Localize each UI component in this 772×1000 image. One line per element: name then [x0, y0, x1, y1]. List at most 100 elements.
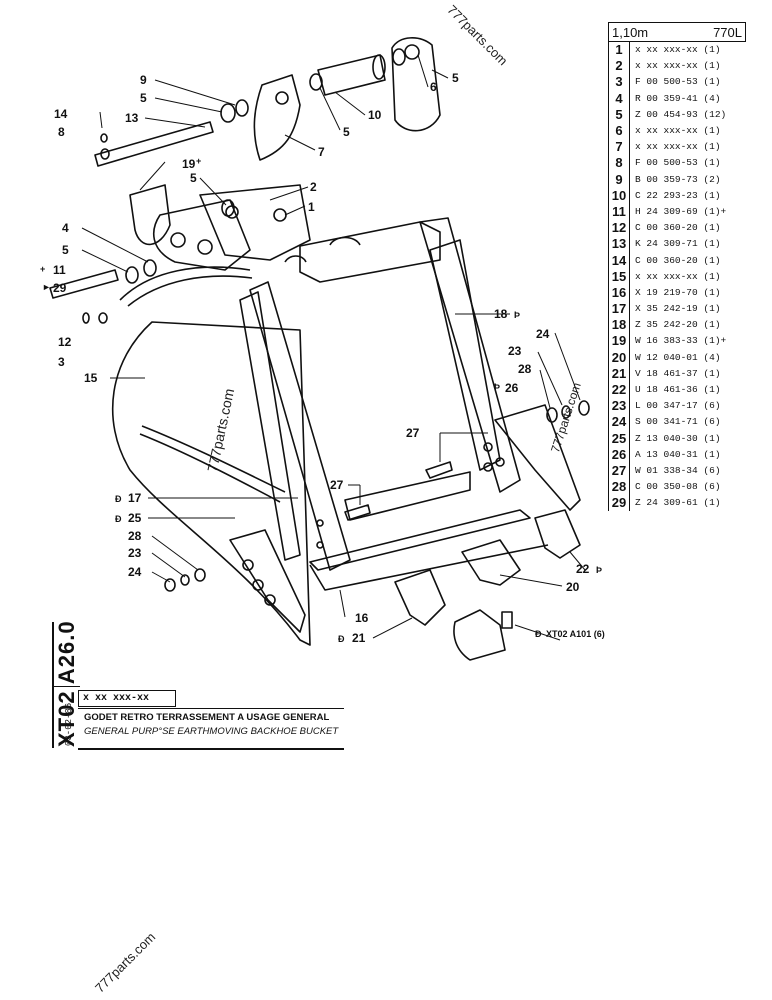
callout-6: 6	[430, 80, 437, 94]
svg-text:Ð: Ð	[115, 494, 122, 504]
bracket-plate-4	[153, 199, 251, 271]
table-header-model: 770L	[713, 24, 742, 40]
callout-23: 23	[128, 546, 142, 560]
callout-9: 9	[140, 73, 147, 87]
callout-7: 7	[318, 145, 325, 159]
callout-2: 2	[310, 180, 317, 194]
callout-4: 4	[62, 221, 69, 235]
callout-23: 23	[508, 344, 522, 358]
cutting-edge	[344, 471, 471, 521]
svg-text:Ð: Ð	[535, 629, 542, 639]
side-cutter-26	[494, 404, 581, 511]
callout-5: 5	[62, 243, 69, 257]
tooth-adapter	[453, 609, 506, 661]
callout-18: 18	[494, 307, 508, 321]
callout-11: 11	[53, 263, 66, 277]
callout-25: 25	[128, 511, 142, 525]
callout-14: 14	[54, 107, 68, 121]
pin-11	[49, 269, 119, 299]
callout-15: 15	[84, 371, 98, 385]
link-plate-7	[253, 74, 301, 161]
callout-27: 27	[330, 478, 344, 492]
callout-19: 19	[182, 157, 196, 171]
callout-28: 28	[518, 362, 532, 376]
callout-29: 29	[53, 281, 67, 295]
callout-26: 26	[505, 381, 519, 395]
top-cross-tube	[299, 221, 441, 283]
sheet-date: 03-02-86	[64, 690, 76, 750]
callout-5: 5	[452, 71, 459, 85]
callout-22: 22	[576, 562, 590, 576]
callout-16: 16	[355, 611, 369, 625]
title-french: GODET RETRO TERRASSEMENT A USAGE GENERAL	[84, 712, 330, 723]
bucket-lip-curve	[141, 425, 286, 493]
svg-text:Ð: Ð	[338, 634, 345, 644]
callout-13: 13	[125, 111, 139, 125]
svg-text:►: ►	[42, 282, 51, 292]
callout-10: 10	[368, 108, 382, 122]
table-header-size: 1,10m	[612, 24, 649, 40]
callout-8: 8	[58, 125, 65, 139]
title-block-frame	[52, 622, 346, 748]
callout-28: 28	[128, 529, 142, 543]
callout-17: 17	[128, 491, 142, 505]
callout-3: 3	[58, 355, 65, 369]
callout-20: 20	[566, 580, 580, 594]
callout-27: 27	[406, 426, 420, 440]
callout-1: 1	[308, 200, 315, 214]
side-frame-17	[249, 281, 351, 571]
side-frame-18	[419, 217, 521, 493]
callout-5: 5	[343, 125, 350, 139]
tooth-21	[394, 569, 446, 626]
callout-5: 5	[140, 91, 147, 105]
svg-text:+: +	[40, 264, 45, 274]
callout-12: 12	[58, 335, 72, 349]
side-cutter-25	[229, 529, 306, 633]
title-reference: x xx xxx-xx	[78, 690, 176, 707]
svg-text:Þ: Þ	[596, 565, 602, 575]
callout-21: 21	[352, 631, 366, 645]
svg-text:Þ: Þ	[494, 382, 500, 392]
pin-13	[94, 121, 214, 167]
svg-text:+: +	[196, 156, 201, 166]
callout-xref: XT02 A101 (6)	[546, 629, 605, 639]
bracket-plate-1	[199, 184, 311, 261]
callout-24: 24	[128, 565, 142, 579]
link-plate-6	[391, 37, 441, 132]
title-english: GENERAL PURP°SE EARTHMOVING BACKHOE BUCK…	[84, 726, 339, 737]
tooth-22	[534, 509, 581, 559]
hinge-ear-left	[129, 184, 171, 246]
sleeve-10	[317, 54, 386, 96]
svg-text:Þ: Þ	[514, 310, 520, 320]
callout-24: 24	[536, 327, 550, 341]
